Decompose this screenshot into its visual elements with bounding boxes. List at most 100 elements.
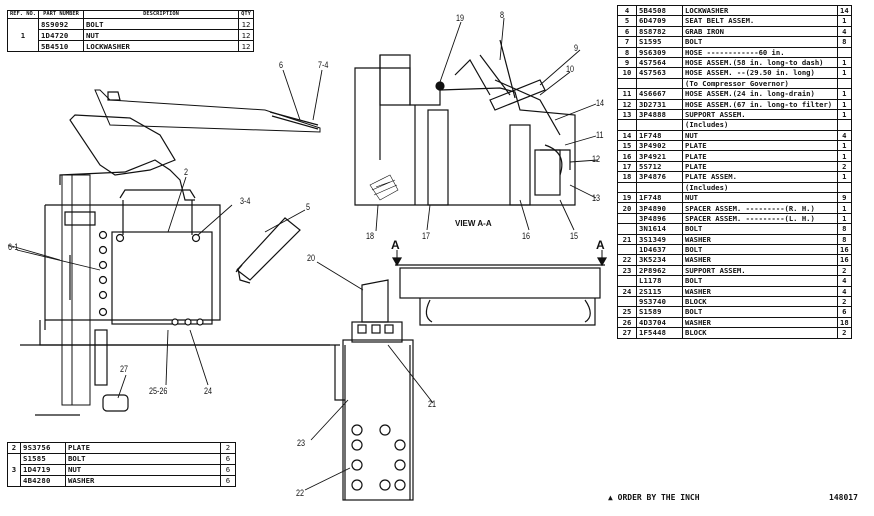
quantity: 4 [837,275,852,287]
description: SUPPORT ASSEM. [682,264,838,277]
quantity: 1 [837,212,852,225]
description: BOLT [682,243,838,256]
order-by-inch-note: ▲ ORDER BY THE INCH [608,493,700,502]
part-number: 3P4888 [636,108,683,121]
quantity: 14 [837,4,852,17]
description: PLATE ASSEM. [682,171,838,183]
parts-table-top-left: REF. NO. PART NUMBER DESCRIPTION QTY 1 8… [7,9,254,53]
callout-6-1: 6-1 [8,242,19,252]
description: BOLT [682,36,838,48]
ref-number: 2 [7,442,21,454]
part-number: S1585 [20,453,66,465]
header-qty: QTY [237,9,254,20]
part-number: 9S3756 [20,442,66,454]
quantity [837,119,852,131]
part-number: 3D2731 [636,98,683,110]
table-row: 1D4719 NUT 6 [8,464,236,476]
quantity: 6 [220,464,236,476]
part-number: 1D4719 [20,464,66,476]
quantity: 8 [837,223,852,235]
table-row: 4B4280 WASHER 6 [8,475,236,487]
description: (Includes) [682,181,838,194]
ref-number: 7 [617,36,637,48]
description: BLOCK [682,295,838,308]
quantity: 2 [837,327,852,339]
header-desc: DESCRIPTION [82,9,239,20]
part-number: 3S1349 [636,233,683,246]
part-number: 9S3740 [636,295,683,308]
description: WASHER [65,475,221,487]
ref-number: 27 [617,327,637,339]
quantity: 16 [837,243,852,256]
ref-number [617,77,637,90]
parts-table-bottom-left: 2 9S3756 PLATE 2 3 S1585 BOLT 6 1D4719 N… [7,442,236,487]
callout-17: 17 [422,231,431,241]
callout-12: 12 [592,154,601,164]
ref-number: 13 [617,108,637,121]
quantity: 6 [837,306,852,318]
callout-23: 23 [297,438,306,448]
quantity: 1 [837,202,852,214]
description: PLATE [682,160,838,173]
description: BOLT [682,223,838,235]
quantity: 4 [837,25,852,38]
part-number: 3P4896 [636,212,683,225]
ref-number [617,275,637,287]
ref-number: 23 [617,264,637,277]
ref-number: 22 [617,254,637,266]
ref-number [617,181,637,194]
description: SPACER ASSEM. ---------(L. H.) [682,212,838,225]
callout-9: 9 [574,43,579,53]
callout-19: 19 [456,13,465,23]
quantity: 1 [837,108,852,121]
section-mark-left: A [391,238,400,252]
description: HOSE ASSEM.(24 in. long-drain) [682,88,838,100]
table-row: 2 9S3756 PLATE 2 [7,442,236,454]
part-number [636,119,683,131]
callout-8: 8 [500,10,505,20]
quantity: 6 [220,453,236,465]
description: (To Compressor Governor) [682,77,838,90]
part-number: 1D4720 [37,29,84,42]
quantity: 16 [837,254,852,266]
part-number: S1595 [636,36,683,48]
ref-number: 16 [617,150,637,162]
callout-11: 11 [596,130,604,140]
quantity: 2 [220,442,236,454]
ref-number: 17 [617,160,637,173]
part-number: 1F5448 [636,327,683,339]
quantity: 4 [837,129,852,142]
description: HOSE ASSEM. --(29.50 in. long) [682,67,838,79]
quantity [837,181,852,194]
ref-number [617,295,637,308]
callout-7-4: 7-4 [318,60,329,70]
ref-number: 5 [617,15,637,27]
quantity: 1 [837,15,852,27]
table-row: (Includes) [617,181,852,194]
part-number: 5S712 [636,160,683,173]
ref-number [617,243,637,256]
ref-number: 15 [617,140,637,152]
quantity: 2 [837,295,852,308]
part-number: 3P4921 [636,150,683,162]
part-number: 2P8962 [636,264,683,277]
ref-number: 12 [617,98,637,110]
part-number: 5B4508 [636,4,683,17]
quantity: 9 [837,192,852,204]
part-number: 8S8782 [636,25,683,38]
quantity: 4 [837,285,852,297]
